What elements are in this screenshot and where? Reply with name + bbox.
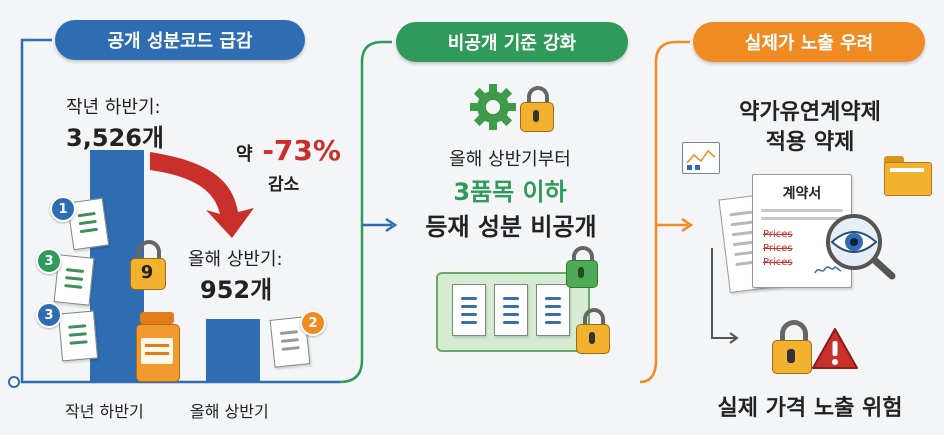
panel3-bottom: 실제 가격 노출 위험 <box>717 396 903 421</box>
lock-icon <box>576 308 610 354</box>
panel3-line1: 약가유연계약제 <box>739 100 881 125</box>
curr-period-label: 올해 상반기: <box>188 249 283 270</box>
lock-icon <box>520 86 554 132</box>
mini-chart-icon <box>682 142 720 174</box>
contract-title: 계약서 <box>782 186 822 202</box>
number-badge: 3 <box>36 248 62 274</box>
panel2-line2: 3품목 이하 <box>453 178 567 206</box>
price-item: Prices <box>763 243 793 254</box>
signature-icon <box>814 265 842 274</box>
prev-period-value: 3,526개 <box>66 124 164 152</box>
arrow-to-panel3-head <box>681 217 694 233</box>
pill-bottle-icon <box>136 312 180 382</box>
panel2-title: 비공개 기준 강화 <box>396 22 628 62</box>
change-suffix: 감소 <box>268 175 300 195</box>
lock-icon <box>566 246 598 288</box>
bar-curr-period <box>206 319 260 381</box>
change-value: 약 -73% <box>236 134 341 167</box>
connector-1-2 <box>339 40 392 384</box>
lock-icon: 9 <box>130 240 166 290</box>
warning-icon <box>810 326 860 372</box>
change-percent: -73% <box>262 134 341 167</box>
price-item: Prices <box>763 229 793 240</box>
panel3-title: 실제가 노출 우려 <box>693 22 925 62</box>
panel2-line1: 올해 상반기부터 <box>449 149 571 170</box>
lock-icon <box>772 320 812 374</box>
panel1-title: 공개 성분코드 급감 <box>55 20 305 60</box>
document-icon <box>494 284 528 336</box>
number-badge: 2 <box>300 310 326 336</box>
panel3-connector-upper-head <box>729 332 739 344</box>
arrow-to-panel2-head <box>385 217 398 233</box>
lock-number: 9 <box>140 262 154 283</box>
prev-period-label: 작년 하반기: <box>66 97 161 118</box>
axis-label-prev: 작년 하반기 <box>65 402 144 421</box>
change-prefix: 약 <box>236 144 253 165</box>
panel2-line3: 등재 성분 비공개 <box>425 213 597 241</box>
connector-2-3 <box>639 40 690 384</box>
chart-baseline <box>40 381 340 383</box>
number-badge: 3 <box>36 302 62 328</box>
eye-magnifier-icon <box>820 212 900 282</box>
panel3-line2: 적용 약제 <box>765 130 855 155</box>
price-item: Prices <box>763 257 793 268</box>
panel3-connector-upper <box>711 248 735 339</box>
document-icon <box>57 310 99 362</box>
folder-icon <box>884 156 932 196</box>
curr-period-value: 952개 <box>200 276 273 304</box>
gear-icon <box>468 82 518 132</box>
document-icon <box>452 284 486 336</box>
axis-label-curr: 올해 상반기 <box>190 402 269 421</box>
number-badge: 1 <box>50 196 76 222</box>
panel1-bracket-dot <box>8 376 20 388</box>
document-icon <box>536 284 570 336</box>
